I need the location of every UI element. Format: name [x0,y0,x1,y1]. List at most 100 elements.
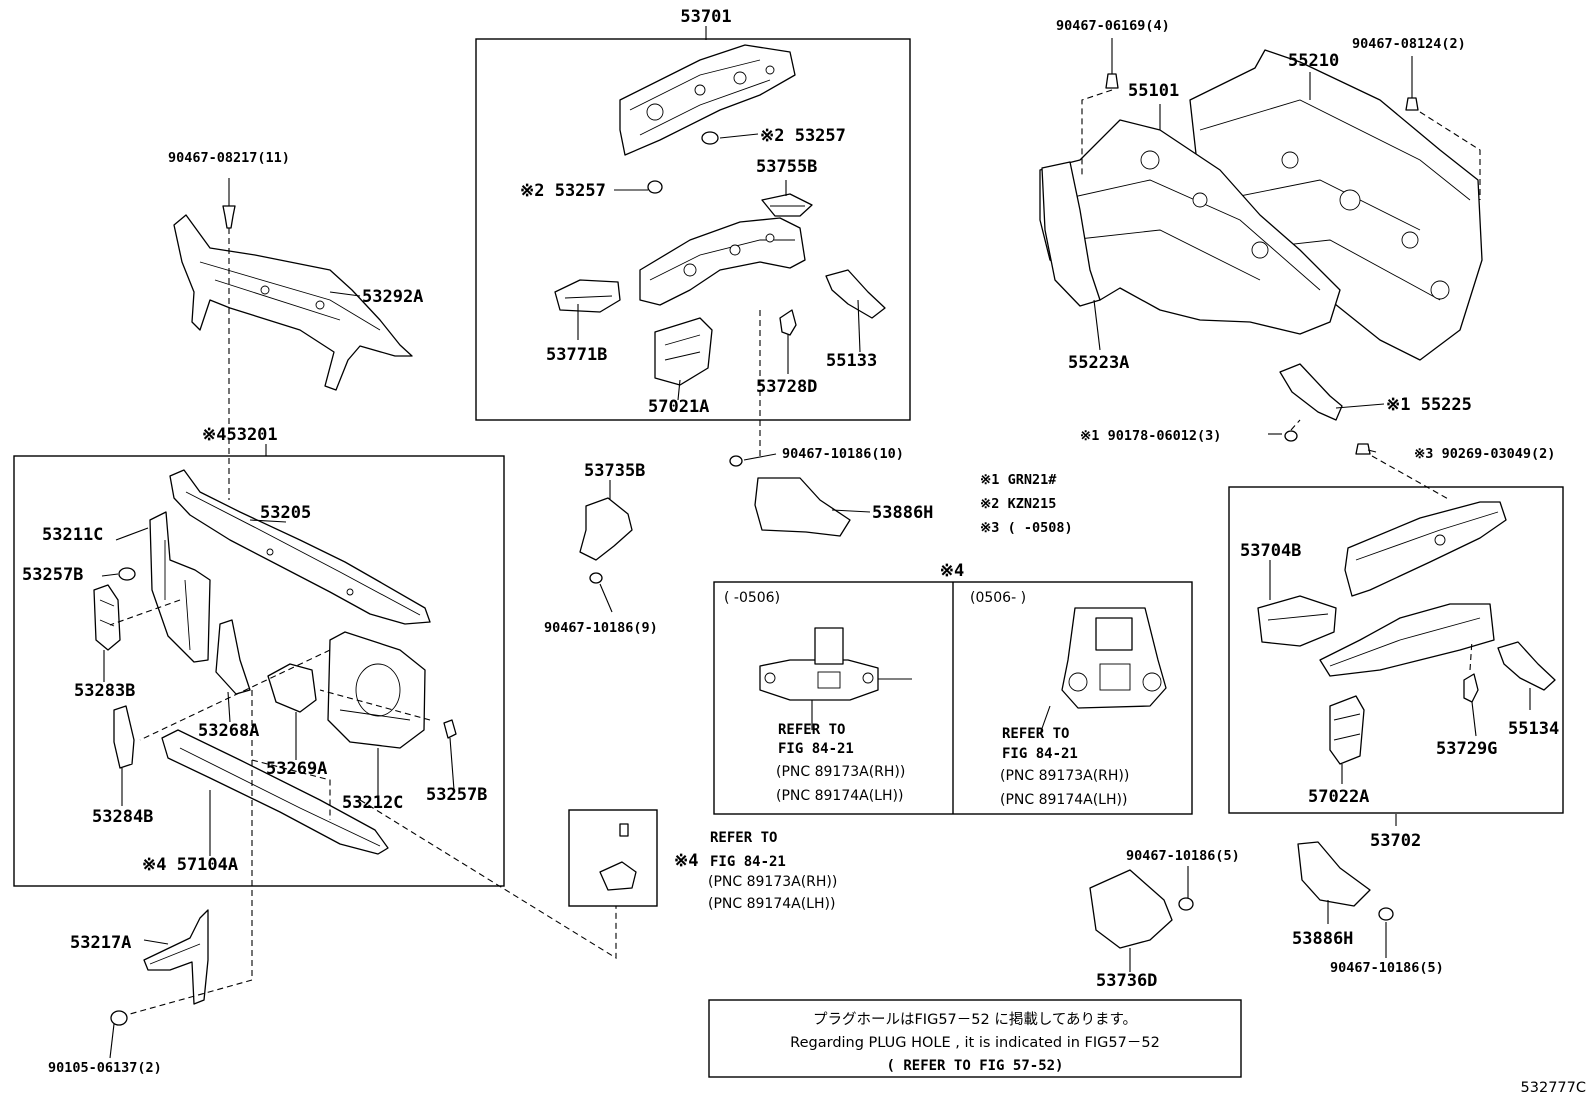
inset-left-pnc-lh: (PNC 89174A(LH)) [776,788,903,804]
part-clip-90178-06012 [1284,430,1298,442]
part-shield-53886h-2 [1297,841,1371,907]
label-53292a: 53292A [362,287,423,307]
part-clip-90467-10186-9 [589,572,603,584]
legend-note-1: ※1 GRN21# [980,472,1057,488]
label-53217a: 53217A [70,933,131,953]
label-57021a: 57021A [648,397,709,417]
label-90467-06169: 90467-06169(4) [1056,18,1170,34]
label-57022a: 57022A [1308,787,1369,807]
part-support-53212c [327,631,426,749]
part-clip-90467-10186-5a [1178,897,1194,911]
inset-title: ※4 [940,561,964,581]
label-53729g: 53729G [1436,739,1497,759]
group-box-53201 [13,455,505,887]
part-relay-right [1061,607,1167,709]
label-53735b: 53735B [584,461,645,481]
small-ref-refer: REFER TO [710,830,777,846]
label-55225: ※1 55225 [1386,395,1472,415]
sheet-id: 532777C [1521,1080,1586,1096]
small-ref-mark: ※4 [674,851,698,871]
part-apron-upper [619,44,796,156]
part-apron-upper-53702 [1344,501,1507,597]
part-clip-53257-a [701,131,719,145]
label-53205: 53205 [260,503,311,523]
label-55134: 55134 [1508,719,1559,739]
inset-left-fig: FIG 84-21 [778,741,854,757]
label-53886h-1: 53886H [872,503,933,523]
label-53211c: 53211C [42,525,103,545]
label-53771b: 53771B [546,345,607,365]
part-support-57022a [1329,695,1365,765]
label-53755b: 53755B [756,157,817,177]
small-ref-box [568,809,658,907]
part-bracket-53704b [1257,595,1337,647]
group-box-53701 [475,38,911,421]
legend-note-2: ※2 KZN215 [980,496,1056,512]
part-bracket-53268a [215,619,251,695]
label-90269-03049: ※3 90269-03049(2) [1414,446,1555,462]
part-panel-55210 [1189,49,1483,361]
label-53257-a: ※2 53257 [760,126,846,146]
part-clip-53257b-b [443,719,457,739]
inset-right-fig: FIG 84-21 [1002,746,1078,762]
part-bracket-53729g [1463,673,1479,703]
part-bracket-53269a [267,663,317,713]
bottom-note-line-2: Regarding PLUG HOLE , it is indicated in… [790,1035,1160,1051]
part-bracket-55134 [1497,641,1556,691]
label-57104a: ※4 57104A [142,855,238,875]
label-90105-06137: 90105-06137(2) [48,1060,162,1076]
label-90467-10186-9: 90467-10186(9) [544,620,658,636]
legend-note-3: ※3 ( -0508) [980,520,1073,536]
part-brace-53284b [113,705,135,769]
inset-right-range: (0506- ) [970,590,1026,606]
inset-left-range: ( -0506) [724,590,780,606]
inset-right-pnc-rh: (PNC 89173A(RH)) [1000,768,1129,784]
bottom-note-line-1: プラグホールはFIG57－52 に掲載してあります。 [813,1011,1137,1028]
small-ref-pnc-lh: (PNC 89174A(LH)) [708,896,835,912]
label-55210: 55210 [1288,51,1339,71]
part-support-53211c [149,511,211,663]
label-90467-10186-5b: 90467-10186(5) [1330,960,1444,976]
part-clip-90467-08124 [1405,97,1419,111]
part-bracket-53771b [554,279,621,313]
inset-right-refer: REFER TO [1002,726,1069,742]
label-53268a: 53268A [198,721,259,741]
label-53257b-1: 53257B [22,565,83,585]
part-bracket-53755b [761,193,813,217]
inset-left-refer: REFER TO [778,722,845,738]
label-90467-10186-5a: 90467-10186(5) [1126,848,1240,864]
label-55101: 55101 [1128,81,1179,101]
leader-lines [101,26,1531,1059]
part-radiator-support-53205 [169,469,431,625]
label-90467-10186-10: 90467-10186(10) [782,446,904,462]
label-55223a: 55223A [1068,353,1129,373]
small-ref-fig: FIG 84-21 [710,854,786,870]
part-screw-90269-03049 [1355,443,1371,455]
label-55133: 55133 [826,351,877,371]
part-clip-53257-b [647,180,663,194]
label-453201: ※453201 [202,425,278,445]
assembly-lines [109,89,1481,1015]
label-53736d: 53736D [1096,971,1157,991]
label-53701: 53701 [680,7,731,27]
part-brace-53217a [143,909,209,1005]
label-53257-b: ※2 53257 [520,181,606,201]
part-bolt-90105-06137 [110,1010,128,1026]
label-90178-06012: ※1 90178-06012(3) [1080,428,1221,444]
part-bracket-55225 [1279,363,1343,421]
label-53728d: 53728D [756,377,817,397]
part-apron-53702 [1319,603,1495,677]
part-relay-small [599,823,637,891]
part-clip-90467-08217 [222,205,236,229]
label-53704b: 53704B [1240,541,1301,561]
bottom-note-line-3: ( REFER TO FIG 57-52) [886,1058,1063,1074]
label-90467-08217: 90467-08217(11) [168,150,290,166]
part-bracket-53728d [779,309,797,336]
label-53257b-2: 53257B [426,785,487,805]
label-53283b: 53283B [74,681,135,701]
group-box-53702 [1228,486,1564,814]
part-silencer-55223a [1041,161,1101,307]
label-53212c: 53212C [342,793,403,813]
small-ref-pnc-rh: (PNC 89173A(RH)) [708,874,837,890]
